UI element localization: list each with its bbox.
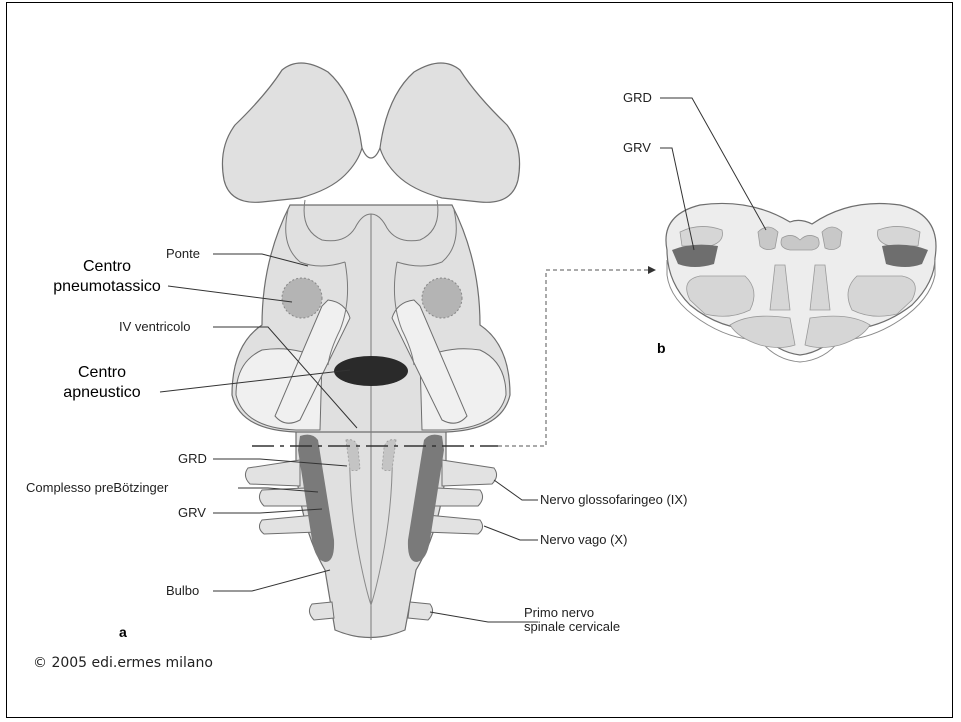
leader-glosso xyxy=(494,480,538,500)
label-panel-a: a xyxy=(119,625,127,639)
label-centro-pneumotassico: Centro pneumotassico xyxy=(47,257,167,297)
label-panel-b: b xyxy=(657,341,666,355)
label-ponte: Ponte xyxy=(166,247,200,261)
nerve-root-left-4 xyxy=(309,602,334,620)
label-primo-nervo: Primo nervo spinale cervicale xyxy=(524,606,620,634)
leader-primo xyxy=(430,612,538,622)
label-centro-apneu-line1: Centro xyxy=(42,363,162,383)
pyramid-right xyxy=(805,316,870,347)
nerve-root-right-4 xyxy=(408,602,433,620)
label-primo-nervo-line2: spinale cervicale xyxy=(524,620,620,634)
nerve-root-left-1 xyxy=(245,460,300,486)
dorsal-nucleus-right xyxy=(878,226,921,246)
nerve-root-right-2 xyxy=(434,488,483,506)
grd-nucleus-b-right xyxy=(822,227,842,250)
label-iv-ventricolo: IV ventricolo xyxy=(119,320,191,334)
pneumotaxic-center-left xyxy=(282,278,322,318)
label-grd-a: GRD xyxy=(178,452,207,466)
grv-nucleus-b-right xyxy=(882,245,928,267)
copyright-notice: © 2005 edi.ermes milano xyxy=(33,655,213,671)
brainstem-illustration xyxy=(222,63,656,640)
grv-nucleus-b-left xyxy=(672,245,718,267)
label-nervo-vago: Nervo vago (X) xyxy=(540,533,627,547)
section-arrowhead xyxy=(648,266,656,274)
label-primo-nervo-line1: Primo nervo xyxy=(524,606,620,620)
section-arrow-line xyxy=(498,270,648,446)
grd-nucleus-b xyxy=(758,227,778,250)
cerebral-peduncle-right xyxy=(380,63,520,202)
label-centro-apneustico: Centro apneustico xyxy=(42,363,162,403)
label-grv-b: GRV xyxy=(623,141,651,155)
label-centro-pneumo-line1: Centro xyxy=(47,257,167,277)
leader-vago xyxy=(484,526,538,540)
label-centro-apneu-line2: apneustico xyxy=(42,383,162,403)
pyramid-left xyxy=(730,316,795,347)
label-bulbo: Bulbo xyxy=(166,584,199,598)
dorsal-nucleus-left xyxy=(680,226,723,246)
label-grd-b: GRD xyxy=(623,91,652,105)
leader-bulbo xyxy=(213,570,330,591)
cerebral-peduncle-left xyxy=(222,63,362,202)
label-centro-pneumo-line2: pneumotassico xyxy=(47,277,167,297)
label-complesso-prebotzinger: Complesso preBötzinger xyxy=(26,481,168,495)
label-grv-a: GRV xyxy=(178,506,206,520)
nerve-root-right-1 xyxy=(442,460,497,486)
pneumotaxic-center-right xyxy=(422,278,462,318)
label-nervo-glossofaringeo: Nervo glossofaringeo (IX) xyxy=(540,493,687,507)
cross-section-illustration xyxy=(666,203,936,362)
midline-notch xyxy=(362,148,380,158)
